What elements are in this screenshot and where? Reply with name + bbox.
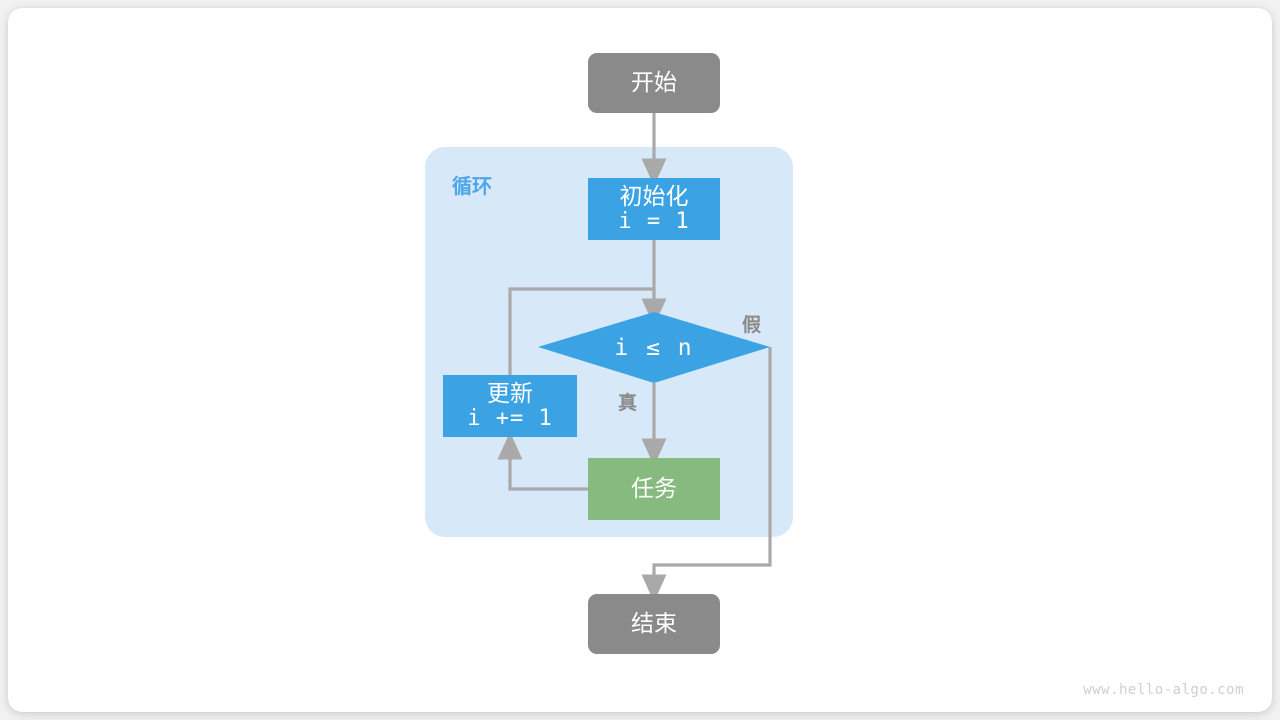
node-update-sublabel: i += 1 [467,405,553,431]
node-init: 初始化 i = 1 [588,178,720,240]
node-condition-label: i ≤ n [614,334,694,361]
edge-update-to-cond [508,287,654,375]
decision-node-shape [538,312,770,383]
node-start-label: 开始 [631,69,677,96]
node-condition: i ≤ n [538,312,770,383]
edge-cond-to-end [641,347,772,603]
node-start: 开始 [588,53,720,113]
loop-container-label: 循环 [452,176,492,198]
node-task-label: 任务 [631,475,677,502]
edge-label-false: 假 [742,315,762,336]
node-task: 任务 [588,458,720,520]
edge-label-true: 真 [618,393,638,414]
watermark: www.hello-algo.com [1083,682,1244,698]
node-init-sublabel: i = 1 [618,208,690,234]
node-update: 更新 i += 1 [443,375,577,437]
node-update-label: 更新 [487,379,533,406]
edge-task-to-update [497,431,588,491]
node-end: 结束 [588,594,720,654]
node-init-label: 初始化 [619,182,689,209]
node-end-label: 结束 [631,610,677,637]
